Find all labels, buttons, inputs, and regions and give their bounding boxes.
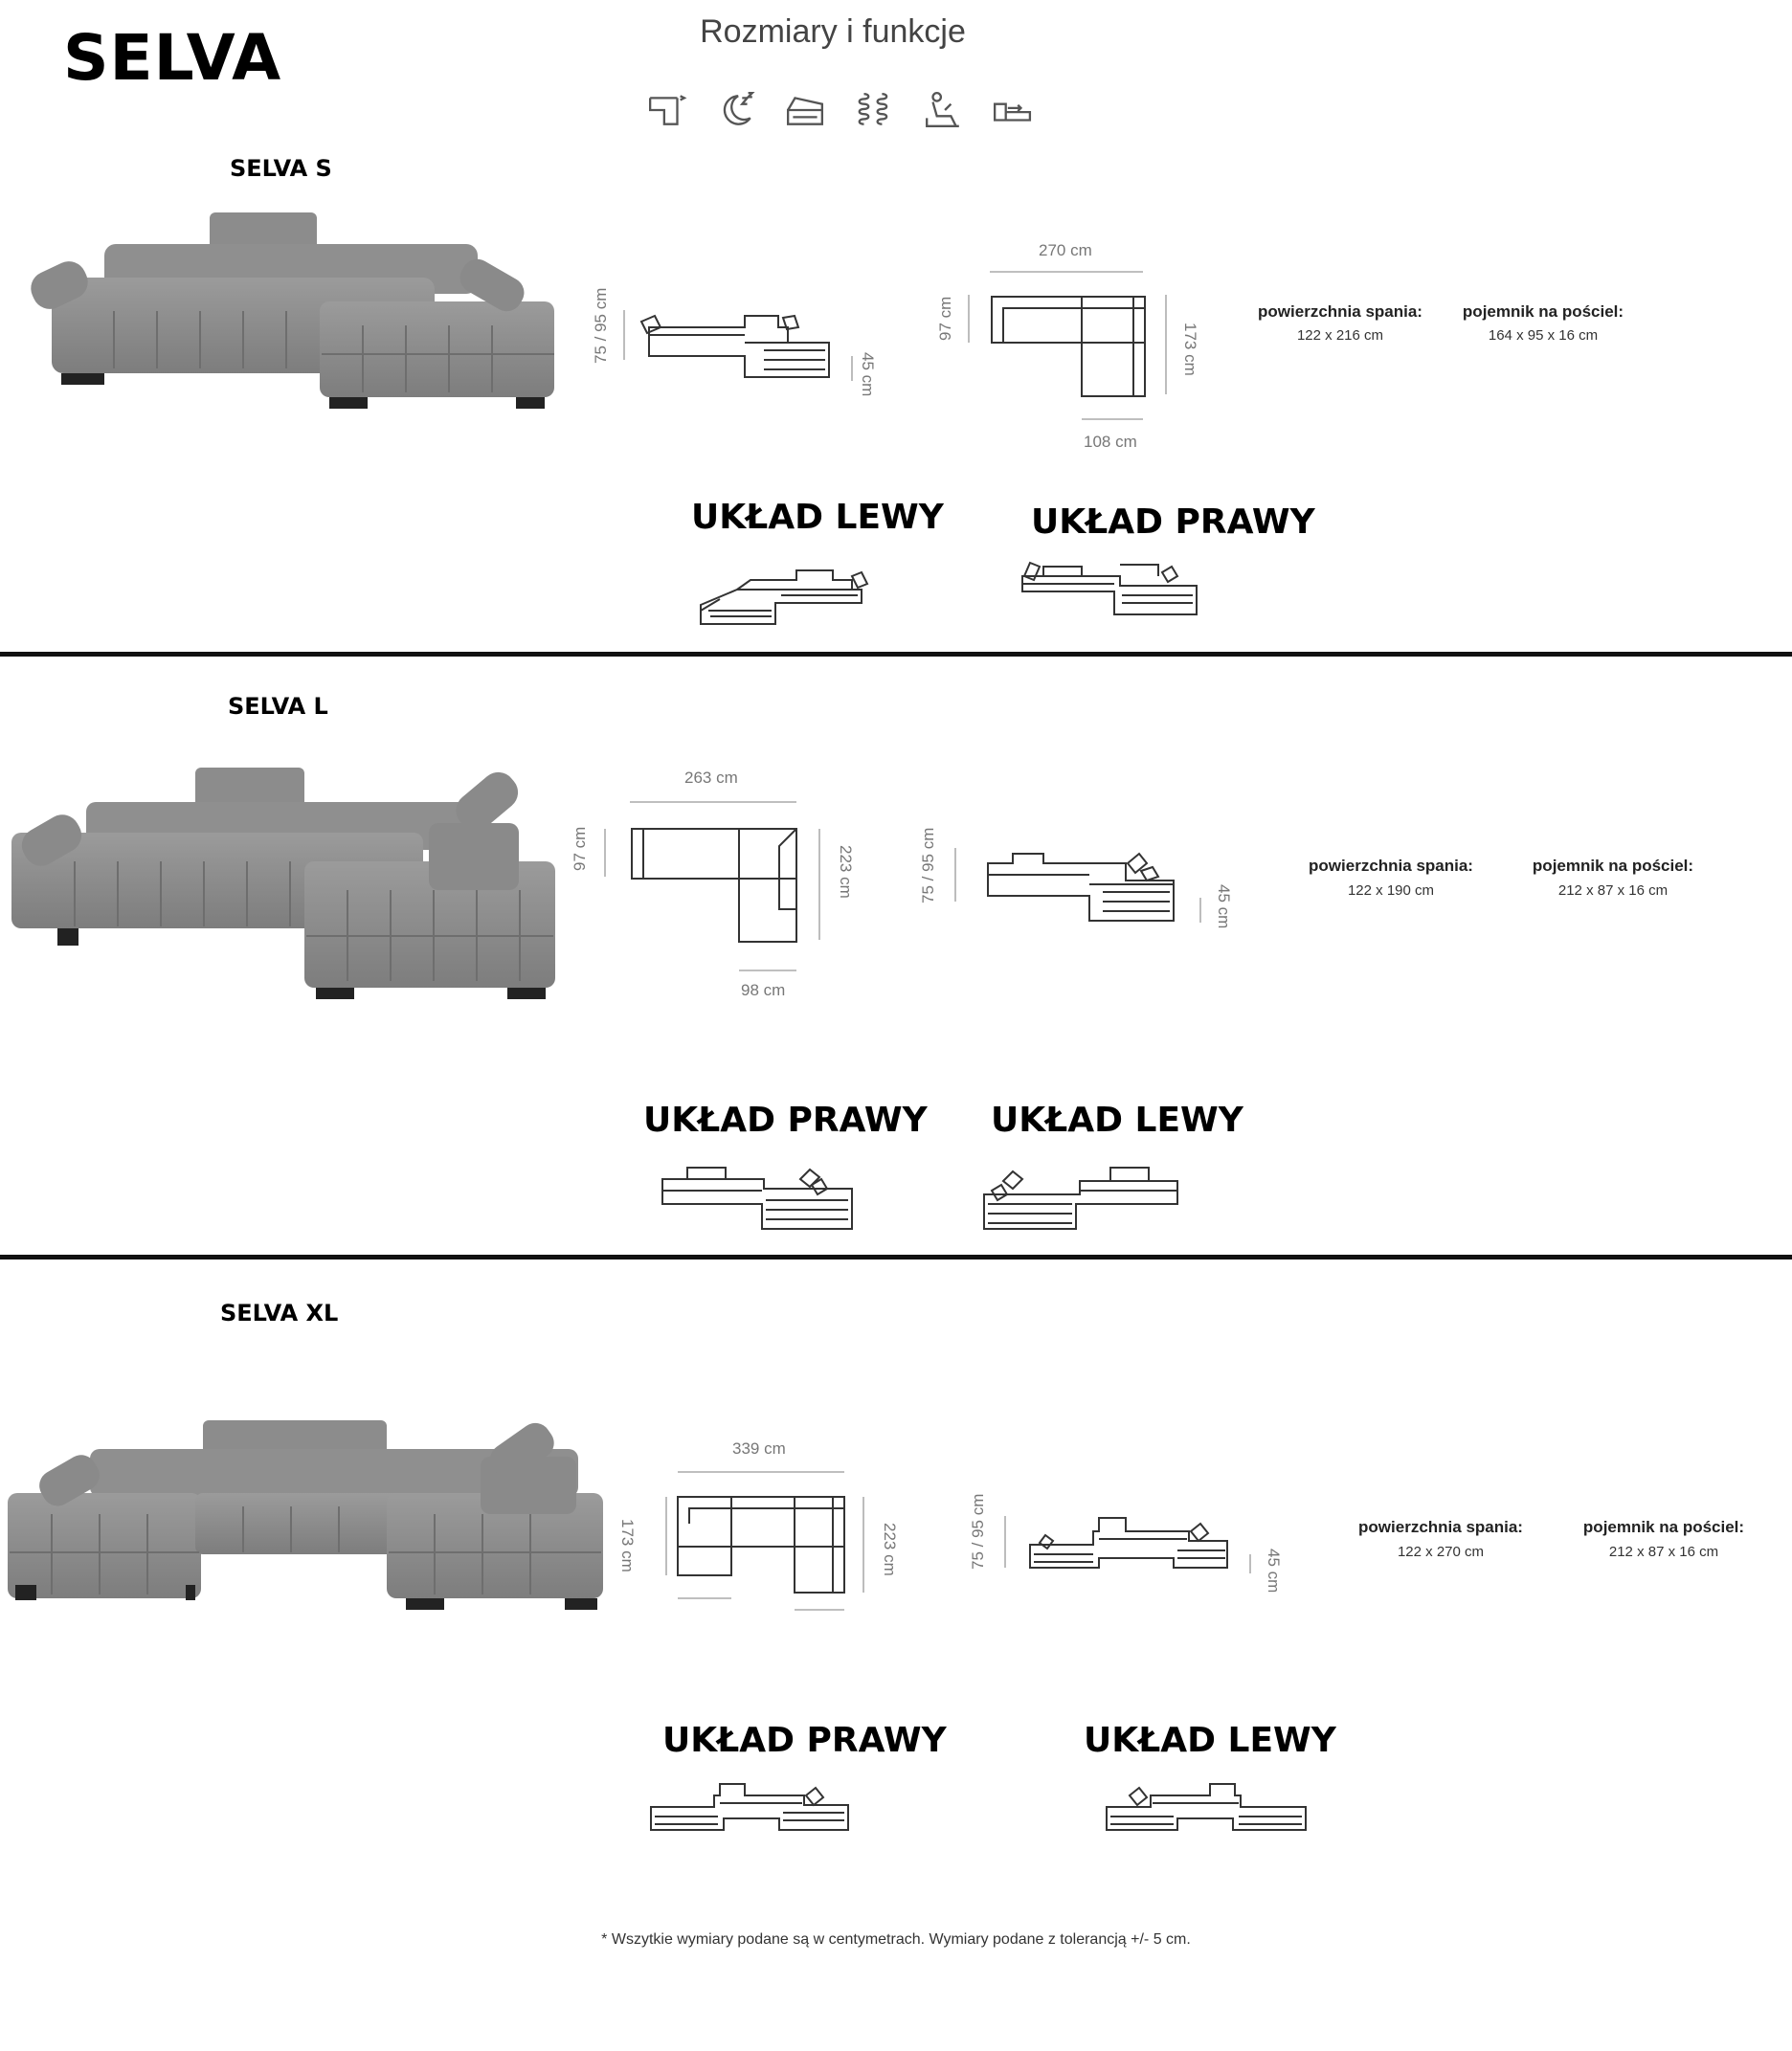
dim-width: 339 cm: [732, 1439, 786, 1458]
dim-seat: 45 cm: [859, 352, 877, 397]
dim-side-right: 223 cm: [881, 1523, 899, 1576]
dim-chaise: 108 cm: [1084, 433, 1137, 451]
spec-sleeping-area-title: powierzchnia spania:: [1258, 302, 1422, 321]
dim-chaise: 98 cm: [741, 981, 786, 999]
dim-seat: 45 cm: [1215, 884, 1233, 929]
top-plan-diagram: [665, 1471, 864, 1611]
spec-sleeping-area-title: powierzchnia spania:: [1358, 1518, 1523, 1536]
spec-storage-title: pojemnik na pościel:: [1462, 302, 1624, 321]
sofa-photo: [31, 212, 554, 409]
sleep-function-icon: [723, 91, 755, 125]
section-divider: [0, 1255, 1792, 1260]
dim-seat: 45 cm: [1265, 1549, 1283, 1594]
model-title: SELVA S: [230, 155, 332, 182]
layout-label-right: UKŁAD PRAWY: [662, 1721, 947, 1760]
top-plan-diagram: [604, 801, 820, 971]
footnote: * Wszytkie wymiary podane są w centymetr…: [601, 1931, 1191, 1948]
layout-label-right: UKŁAD PRAWY: [1031, 502, 1315, 542]
sofa-photo: [11, 768, 555, 999]
top-plan-diagram: [968, 271, 1167, 420]
model-title: SELVA L: [228, 693, 328, 720]
adjustable-armrest-icon: [993, 102, 1032, 122]
layout-left-diagram[interactable]: [1103, 1774, 1313, 1851]
storage-container-icon: [786, 97, 824, 125]
layout-label-left: UKŁAD LEWY: [1084, 1721, 1336, 1760]
spec-sleeping-area-title: powierzchnia spania:: [1309, 857, 1473, 875]
sofa-photo: [8, 1420, 603, 1610]
spec-sleeping-area-value: 122 x 190 cm: [1347, 882, 1435, 899]
adjustable-headrest-icon: [926, 91, 959, 127]
spec-storage-title: pojemnik na pościel:: [1582, 1518, 1745, 1536]
dim-depth: 97 cm: [571, 826, 589, 871]
layout-left-diagram[interactable]: [976, 1156, 1187, 1242]
spec-storage-value: 212 x 87 x 16 cm: [1557, 882, 1669, 899]
side-view-diagram: [954, 848, 1201, 923]
dim-width: 263 cm: [684, 769, 738, 787]
layout-left-diagram[interactable]: [689, 555, 881, 632]
spec-sleeping-area-value: 122 x 216 cm: [1296, 327, 1384, 344]
dim-width: 270 cm: [1039, 241, 1092, 259]
layout-label-left: UKŁAD LEWY: [991, 1101, 1243, 1140]
dim-depth: 97 cm: [936, 296, 954, 341]
spring-icon: [858, 93, 888, 125]
corner-sofa-icon: [648, 95, 687, 125]
layout-label-right: UKŁAD PRAWY: [643, 1101, 928, 1140]
dim-side: 223 cm: [837, 845, 855, 899]
layout-right-diagram[interactable]: [1015, 547, 1206, 624]
spec-storage-title: pojemnik na pościel:: [1532, 857, 1694, 875]
dim-height: 75 / 95 cm: [919, 827, 937, 903]
dim-height: 75 / 95 cm: [969, 1493, 987, 1570]
model-title: SELVA XL: [220, 1300, 339, 1326]
side-view-diagram: [623, 310, 853, 381]
section-divider: [0, 652, 1792, 657]
spec-storage-value: 164 x 95 x 16 cm: [1488, 327, 1599, 344]
spec-storage-value: 212 x 87 x 16 cm: [1608, 1544, 1719, 1560]
page-subtitle: Rozmiary i funkcje: [700, 13, 966, 50]
dim-side: 173 cm: [1181, 323, 1199, 376]
dim-side-left: 173 cm: [618, 1519, 637, 1572]
side-view-diagram: [1004, 1516, 1251, 1573]
brand-title: SELVA: [63, 21, 282, 95]
spec-sleeping-area-value: 122 x 270 cm: [1397, 1544, 1485, 1560]
feature-icons: [647, 90, 1032, 130]
dim-height: 75 / 95 cm: [592, 287, 610, 364]
layout-right-diagram[interactable]: [647, 1774, 858, 1851]
layout-right-diagram[interactable]: [655, 1156, 865, 1242]
layout-label-left: UKŁAD LEWY: [691, 498, 944, 537]
